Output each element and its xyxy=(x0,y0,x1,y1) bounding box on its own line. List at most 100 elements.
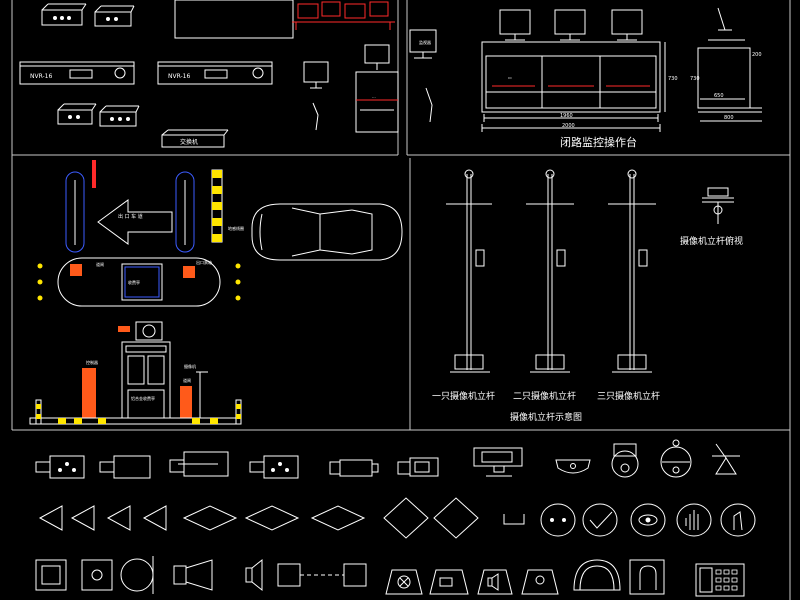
red-pole-marker xyxy=(92,160,96,188)
controller-box xyxy=(82,368,96,420)
bollard-right xyxy=(235,399,242,425)
booth-island xyxy=(57,257,221,307)
yellow-dots xyxy=(37,263,241,301)
symbol-oval-dots xyxy=(540,503,576,537)
symbol-triangle-3 xyxy=(106,505,131,531)
symbol-dome-speed xyxy=(660,439,692,478)
pole-top-view xyxy=(702,187,734,224)
curb-stripe xyxy=(29,417,241,425)
symbol-gun-camera-2 xyxy=(397,457,439,477)
ac-unit xyxy=(135,321,163,341)
dim-height: 730 xyxy=(668,76,678,82)
controller-label: 控制器 xyxy=(86,359,98,365)
dim-depth: 650 xyxy=(714,93,724,99)
console-side-view: 200 650 800 730 xyxy=(690,7,762,122)
symbol-triangle-4 xyxy=(142,505,167,531)
symbol-camera-box-2 xyxy=(99,455,151,479)
symbol-gun-camera-1 xyxy=(329,459,379,477)
symbol-square-circle xyxy=(81,559,113,591)
barrier-box xyxy=(180,386,192,420)
gate-plan-panel: 出 口 车 道 地感线圈 收费亭 出口票箱 道闸 xyxy=(37,160,403,307)
symbol-bracket xyxy=(503,514,525,525)
io-module-3 xyxy=(57,103,97,125)
ticket-label: 出口票箱 xyxy=(196,259,212,265)
side-monitor xyxy=(312,102,319,131)
io-module-1 xyxy=(41,3,87,26)
red-workstations xyxy=(292,1,395,30)
console-small-label: ▭ xyxy=(508,75,512,80)
nvr-unit-2: NVR-16 xyxy=(157,61,273,85)
left-island xyxy=(65,171,85,253)
right-island xyxy=(175,171,195,253)
pole-label-1: 一只摄像机立杆 xyxy=(432,390,495,402)
pole-label-3: 三只摄像机立杆 xyxy=(597,390,660,402)
symbol-camera-box-4 xyxy=(249,455,299,479)
booth-sign: 铝合金收费亭 xyxy=(131,395,155,401)
pole-one-camera xyxy=(446,169,492,373)
yellow-black-post xyxy=(211,169,223,243)
symbol-triangle-2 xyxy=(70,505,95,531)
ticket-box-right xyxy=(183,266,195,278)
symbol-dome-ptz xyxy=(611,443,639,478)
console-front: ▭ xyxy=(481,41,661,113)
small-console-note: ... xyxy=(372,94,376,99)
equipment-panel: NVR-16 NVR-16 交换机 xyxy=(19,0,399,148)
symbol-diamond-1 xyxy=(182,505,238,531)
symbol-trapezoid-cam xyxy=(429,569,469,595)
dim-inner-width: 1960 xyxy=(560,113,573,119)
console-title: 闭路监控操作台 xyxy=(560,135,637,149)
booth-label: 收费亭 xyxy=(128,279,140,285)
bollard-left xyxy=(35,399,42,425)
monitor-label: 监视器 xyxy=(419,39,431,45)
symbol-triangle-1 xyxy=(38,505,63,531)
nvr-label-2: NVR-16 xyxy=(168,73,191,80)
symbol-square-inner xyxy=(35,559,67,591)
poles-panel: 一只摄像机立杆 二只摄像机立杆 三只摄像机立杆 摄像机立杆示意图 摄像机立杆俯视 xyxy=(432,169,743,423)
symbol-eye-circle xyxy=(630,503,666,537)
poles-caption: 摄像机立杆示意图 xyxy=(510,411,582,423)
symbol-keypad-phone xyxy=(695,563,745,597)
io-module-2 xyxy=(94,5,135,27)
barrier-elev-label: 道闸 xyxy=(183,377,191,383)
symbol-diamond-5 xyxy=(433,497,479,539)
symbol-rounded-box xyxy=(629,559,665,595)
ticket-box-left xyxy=(70,264,82,276)
booth-body xyxy=(121,341,171,423)
symbol-trapezoid-fire xyxy=(521,569,559,595)
booth-elevation-panel: 铝合金收费亭 控制器 道闸 摄像机 xyxy=(29,321,242,425)
booth-plan xyxy=(121,263,163,301)
symbol-pan-tilt-camera xyxy=(473,447,523,477)
exit-sign: 出 口 车 道 xyxy=(118,213,143,220)
console-monitors xyxy=(499,9,643,41)
symbol-finger-circle xyxy=(720,503,756,537)
top-view-label: 摄像机立杆俯视 xyxy=(680,235,743,247)
symbol-dome-ring xyxy=(573,559,621,591)
panel-borders xyxy=(11,0,791,600)
dim-base-depth: 800 xyxy=(724,115,734,121)
console-dimensions: 1960 2000 730 xyxy=(481,42,678,132)
network-switch: 交换机 xyxy=(161,129,229,148)
symbol-diamond-2 xyxy=(244,505,300,531)
symbol-dome-half xyxy=(555,459,591,474)
symbol-check-circle xyxy=(582,503,618,537)
pole-three-cameras xyxy=(608,169,656,373)
video-wall-screen xyxy=(174,0,294,39)
symbol-linked-boxes xyxy=(277,563,367,587)
symbol-camera-box-3 xyxy=(169,451,229,477)
symbol-horn-speaker xyxy=(173,559,213,591)
symbol-diamond-3 xyxy=(310,505,366,531)
symbol-camera-box-1 xyxy=(35,455,85,479)
symbol-speaker xyxy=(245,558,263,592)
barrier-label: 道闸 xyxy=(96,261,104,267)
symbol-trapezoid-x xyxy=(385,569,423,595)
crt-monitor xyxy=(303,61,329,83)
detector-label: 地感线圈 xyxy=(228,225,244,231)
dim-total-width: 2000 xyxy=(562,123,575,129)
symbol-legend xyxy=(35,439,756,597)
exit-direction-arrow xyxy=(97,199,173,245)
pole-two-cameras xyxy=(526,169,574,373)
symbol-hand-circle xyxy=(676,503,712,537)
symbol-circle-line xyxy=(120,556,154,594)
camera-label: 摄像机 xyxy=(184,363,196,369)
